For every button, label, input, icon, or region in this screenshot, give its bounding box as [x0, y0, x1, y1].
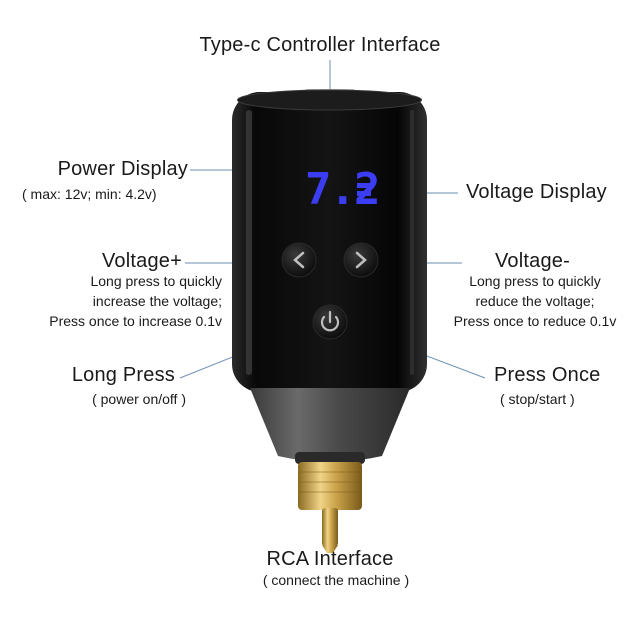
voltage-plus-title: Voltage+ [101, 250, 182, 272]
chevron-right-icon [355, 251, 367, 269]
battery-bar-3 [357, 199, 371, 204]
rca-subtitle: ( connect the machine ) [262, 572, 410, 588]
voltage-display-screen: 7.2 [305, 164, 380, 215]
device-top-rim [237, 89, 422, 111]
voltage-plus-description: Long press to quickly increase the volta… [0, 271, 222, 331]
device-body [232, 92, 427, 392]
rca-connector [298, 462, 362, 553]
device-cone-base [250, 388, 410, 462]
voltage-plus-line-2: increase the voltage; [92, 293, 222, 309]
long-press-title: Long Press [71, 364, 175, 386]
voltage-minus-line-2: reduce the voltage; [475, 293, 595, 309]
power-button[interactable] [312, 304, 348, 340]
rca-title: RCA Interface [266, 548, 394, 570]
voltage-minus-description: Long press to quickly reduce the voltage… [430, 271, 640, 331]
voltage-plus-line-3: Press once to increase 0.1v [49, 313, 222, 329]
voltage-minus-button-circle[interactable] [343, 242, 379, 278]
voltage-minus-line-1: Long press to quickly [469, 273, 601, 289]
rca-collar [298, 462, 362, 510]
device-highlight [246, 110, 252, 375]
power-display-subtitle: ( max: 12v; min: 4.2v) [22, 186, 157, 202]
device-cone-neck [295, 452, 365, 464]
press-once-subtitle: ( stop/start ) [500, 391, 575, 407]
chevron-left-icon [293, 251, 305, 269]
voltage-minus-title: Voltage- [495, 250, 570, 272]
voltage-plus-button-circle[interactable] [281, 242, 317, 278]
voltage-plus-line-1: Long press to quickly [90, 273, 222, 289]
press-once-title: Press Once [494, 364, 601, 386]
type-c-label: Type-c Controller Interface [199, 34, 441, 56]
voltage-minus-line-3: Press once to reduce 0.1v [453, 313, 617, 329]
power-icon [320, 315, 340, 332]
display-digits: 7.2 [305, 164, 378, 215]
battery-bar-1 [357, 183, 371, 188]
rca-pin-tip [322, 545, 338, 553]
voltage-display-title: Voltage Display [466, 181, 607, 203]
battery-bar-2 [357, 191, 371, 196]
battery-bars-icon [357, 183, 371, 204]
power-display-title: Power Display [57, 158, 188, 180]
long-press-subtitle: ( power on/off ) [92, 391, 186, 407]
power-display-callout: Power Display [0, 158, 188, 181]
rca-pin [322, 508, 338, 546]
voltage-plus-button[interactable] [281, 242, 317, 278]
device-highlight-right [410, 110, 414, 375]
voltage-minus-button[interactable] [343, 242, 379, 278]
